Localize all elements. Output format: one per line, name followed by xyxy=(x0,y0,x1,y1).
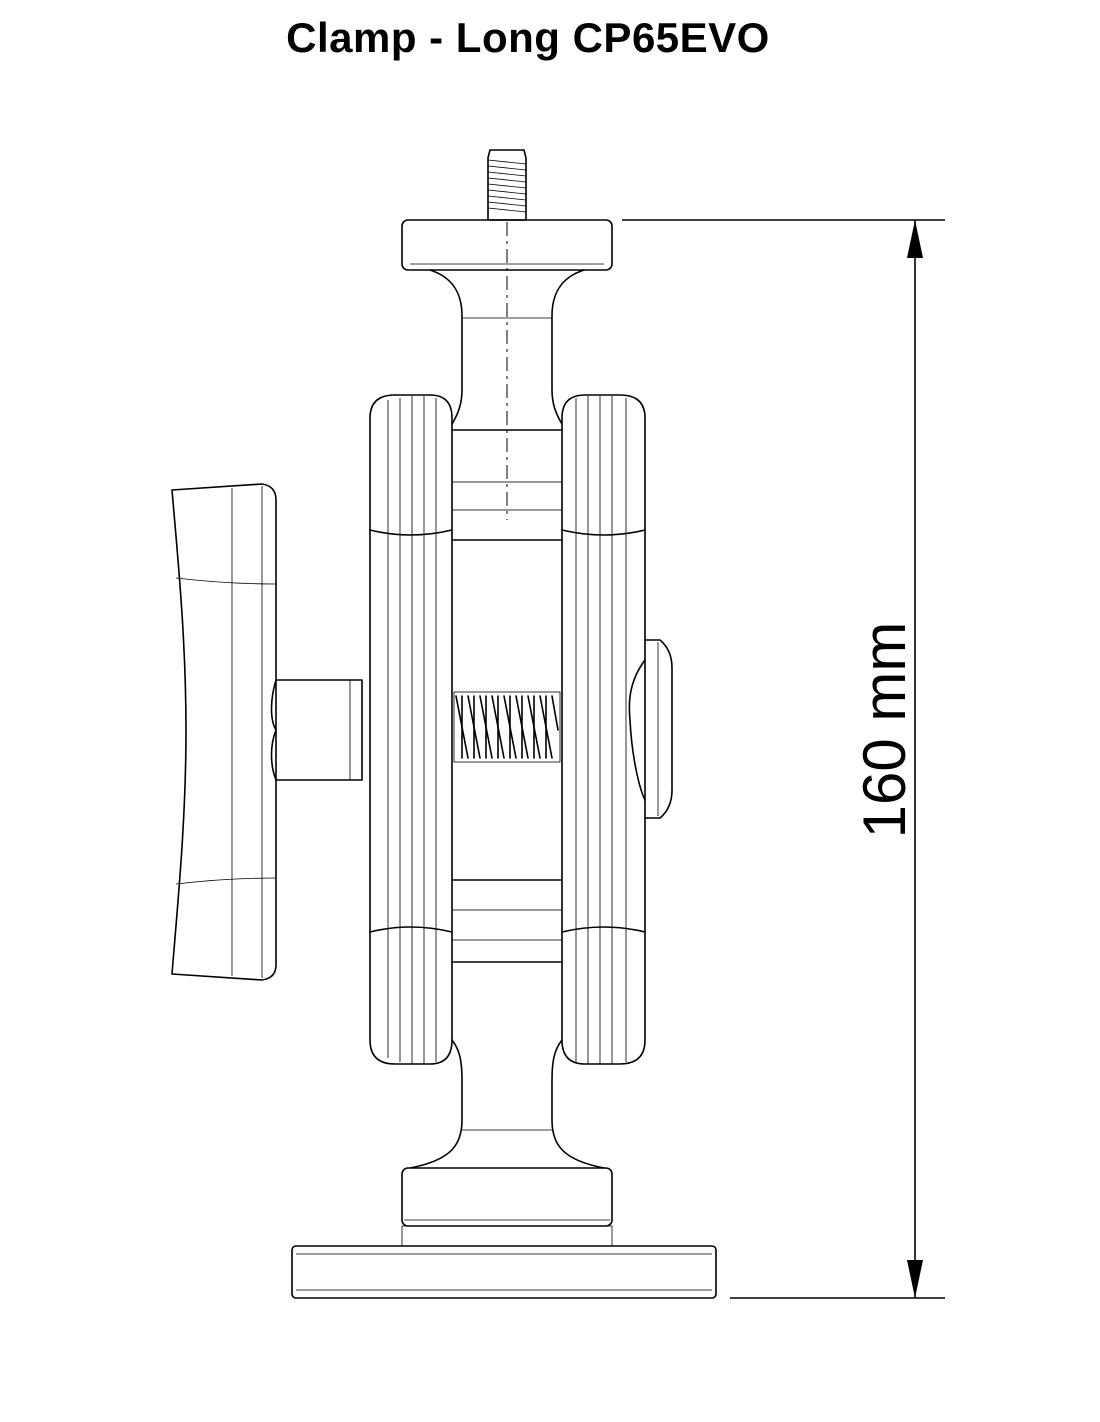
center-spring xyxy=(453,691,561,763)
height-dimension: 160 mm xyxy=(622,219,945,1299)
handle-knob xyxy=(171,483,277,981)
right-jaw xyxy=(561,394,646,1065)
upper-neck xyxy=(429,269,585,425)
dimension-arrow-top xyxy=(907,220,923,258)
right-knob-nub xyxy=(628,639,673,819)
base-collar xyxy=(401,1167,613,1247)
lower-neck xyxy=(409,1039,605,1169)
left-jaw xyxy=(369,394,453,1065)
dimension-label: 160 mm xyxy=(851,622,918,839)
dimension-arrow-bottom xyxy=(907,1260,923,1298)
handle-shaft xyxy=(270,679,363,781)
threaded-stud xyxy=(487,149,527,221)
page-title: Clamp - Long CP65EVO xyxy=(286,14,770,61)
base-plate xyxy=(291,1245,717,1299)
